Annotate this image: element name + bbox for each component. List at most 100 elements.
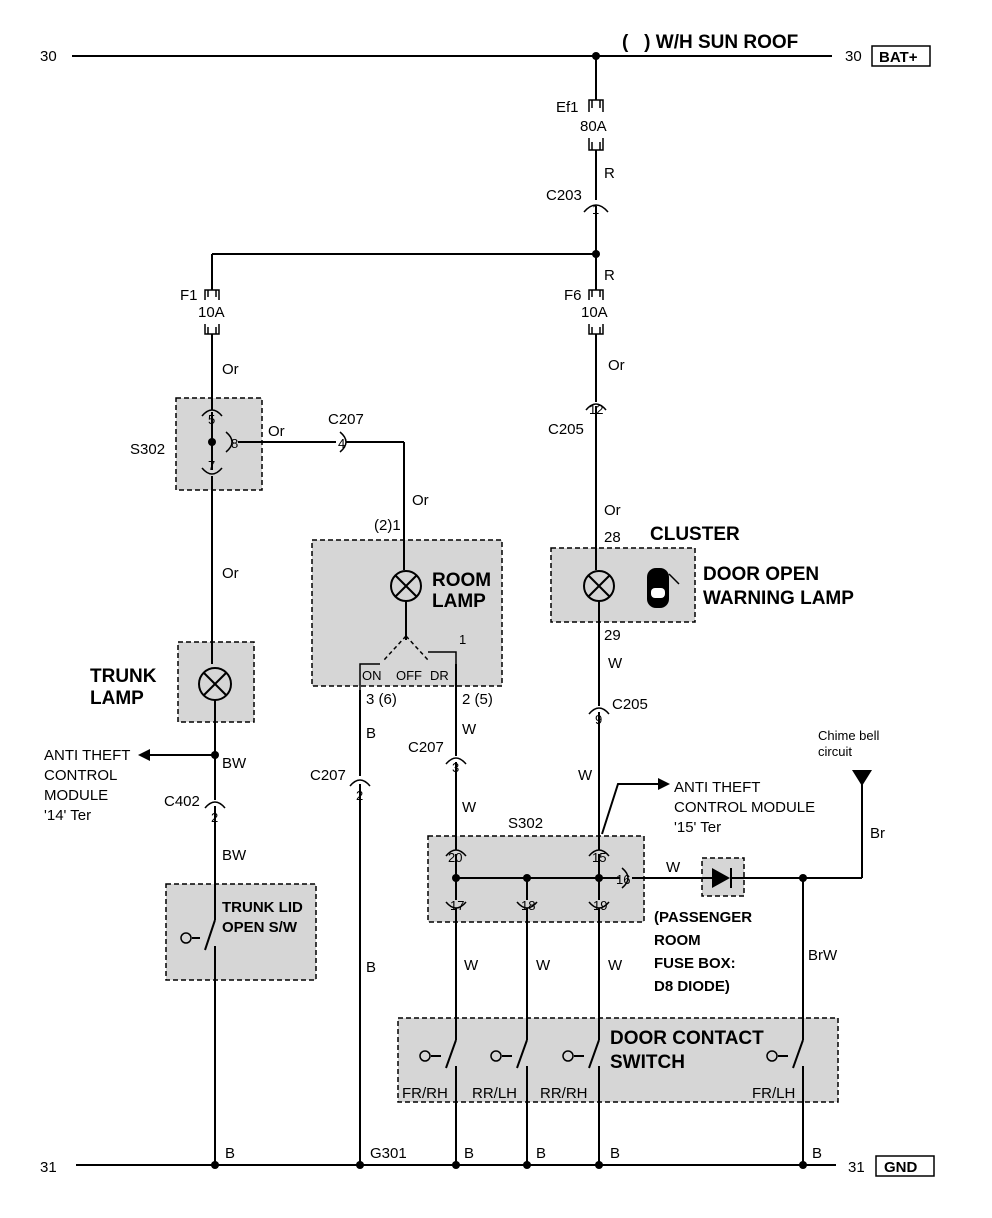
s302-left-box [175,397,263,491]
wire-w-diode-label: W [666,859,681,876]
switch-fr-lh [766,1039,804,1165]
wire-b-g3-label: B [536,1145,546,1162]
room-switch-dr: DR [430,668,449,683]
switch-fr-lh-label: FR/LH [752,1085,795,1102]
wire-b-g5-label: B [812,1145,822,1162]
bus-30-right: 30 [845,48,862,65]
wire-brw-label: BrW [808,947,838,964]
bus-31-left: 31 [40,1159,57,1176]
c207-b-label: C207 [310,767,346,784]
wire-w-cluster-label: W [608,655,623,672]
fuse-f6-rating: 10A [581,304,608,321]
connector-c207-2 [349,779,371,787]
c207-a-pin: 4 [338,436,345,451]
arrow-anti-theft-15 [658,778,670,790]
c402-pin: 2 [211,810,218,825]
cluster-label: CLUSTER [650,524,740,545]
wire-bw2-label: BW [222,847,247,864]
c402-label: C402 [164,793,200,810]
s302-left-pin5: 5 [208,412,215,427]
wire-r1-label: R [604,165,615,182]
bat-box [871,45,931,67]
s302-pin19-label: 19 [593,898,607,913]
ground-junction-5 [799,1161,807,1169]
cluster-pin-bot: 29 [604,627,621,644]
s302-pin5 [201,409,223,417]
wire-b-g4-label: B [610,1145,620,1162]
fuse-ef1 [588,99,604,151]
wire-or-s302-label: Or [268,423,285,440]
s302-pin16 [621,867,629,889]
ground-g301: G301 [370,1145,407,1162]
s302-left-pin8: 8 [231,436,238,451]
s302-left-label: S302 [130,441,165,458]
c207-c-label: C207 [408,739,444,756]
switch-fr-rh [419,1039,457,1165]
ground-junction-3 [523,1161,531,1169]
s302-right-label: S302 [508,815,543,832]
wire-b-g1-label: B [225,1145,235,1162]
cluster-box [550,547,696,623]
ground-junction-1 [211,1161,219,1169]
wire-w-d1-label: W [464,957,479,974]
fuse-ef1-rating: 80A [580,118,607,135]
connector-c207-3 [445,757,467,765]
trunk-lid-switch-box [165,883,317,981]
room-pin-left: 3 (6) [366,691,397,708]
sun-roof-title: ( ) W/H SUN ROOF [622,32,798,53]
switch-rr-rh [562,1039,600,1165]
wire-w-d2-label: W [536,957,551,974]
switch-rr-lh [490,1039,528,1165]
switch-rr-lh-label: RR/LH [472,1085,517,1102]
wire-or-f6-label: Or [608,357,625,374]
cluster-pin-top: 28 [604,529,621,546]
ground-junction-g301 [356,1161,364,1169]
wire-br-label: Br [870,825,885,842]
s302-pin7 [201,467,223,475]
s302-left-junction [208,438,216,446]
fuse-ef1-id: Ef1 [556,99,579,116]
room-pin-top: (2)1 [374,517,401,534]
room-switch-off: OFF [396,668,422,683]
door-contact-switch-box [397,1017,839,1103]
wire-or-c207-label: Or [412,492,429,509]
c203-label: C203 [546,187,582,204]
fuse-f1-id: F1 [180,287,198,304]
room-lamp-bulb [390,570,422,602]
switch-rr-rh-label: RR/RH [540,1085,588,1102]
room-switch-dr [428,651,457,664]
bat-label: BAT+ [879,49,918,66]
wire-w-d3-label: W [608,957,623,974]
c203-pin: 1 [592,202,599,217]
c205-bot-label: C205 [612,696,648,713]
connector-c203 [583,204,609,213]
bus-31-right: 31 [848,1159,865,1176]
s302-j3 [595,874,603,882]
s302-left-pin7: 7 [208,458,215,473]
chime-terminal [852,770,872,786]
wire-b-g2-label: B [464,1145,474,1162]
wire-bw1-label: BW [222,755,247,772]
wire-anti-theft-15 [601,783,658,835]
wire-b-room-label: B [366,725,376,742]
connector-c205-12 [585,403,607,411]
door-open-icon [647,568,680,608]
bus-30-left: 30 [40,48,57,65]
c207-a-label: C207 [328,411,364,428]
s302-pin20-label: 20 [448,850,462,865]
ground-junction-4 [595,1161,603,1169]
wire-w-c207-label: W [462,721,477,738]
fuse-f6-id: F6 [564,287,582,304]
s302-pin20 [445,849,467,857]
s302-pin17-label: 17 [450,898,464,913]
switch-fr-rh-label: FR/RH [402,1085,448,1102]
connector-c402 [204,801,226,809]
connector-c205-9 [588,707,610,715]
room-switch-pivot [383,635,429,661]
gnd-box [875,1155,935,1177]
